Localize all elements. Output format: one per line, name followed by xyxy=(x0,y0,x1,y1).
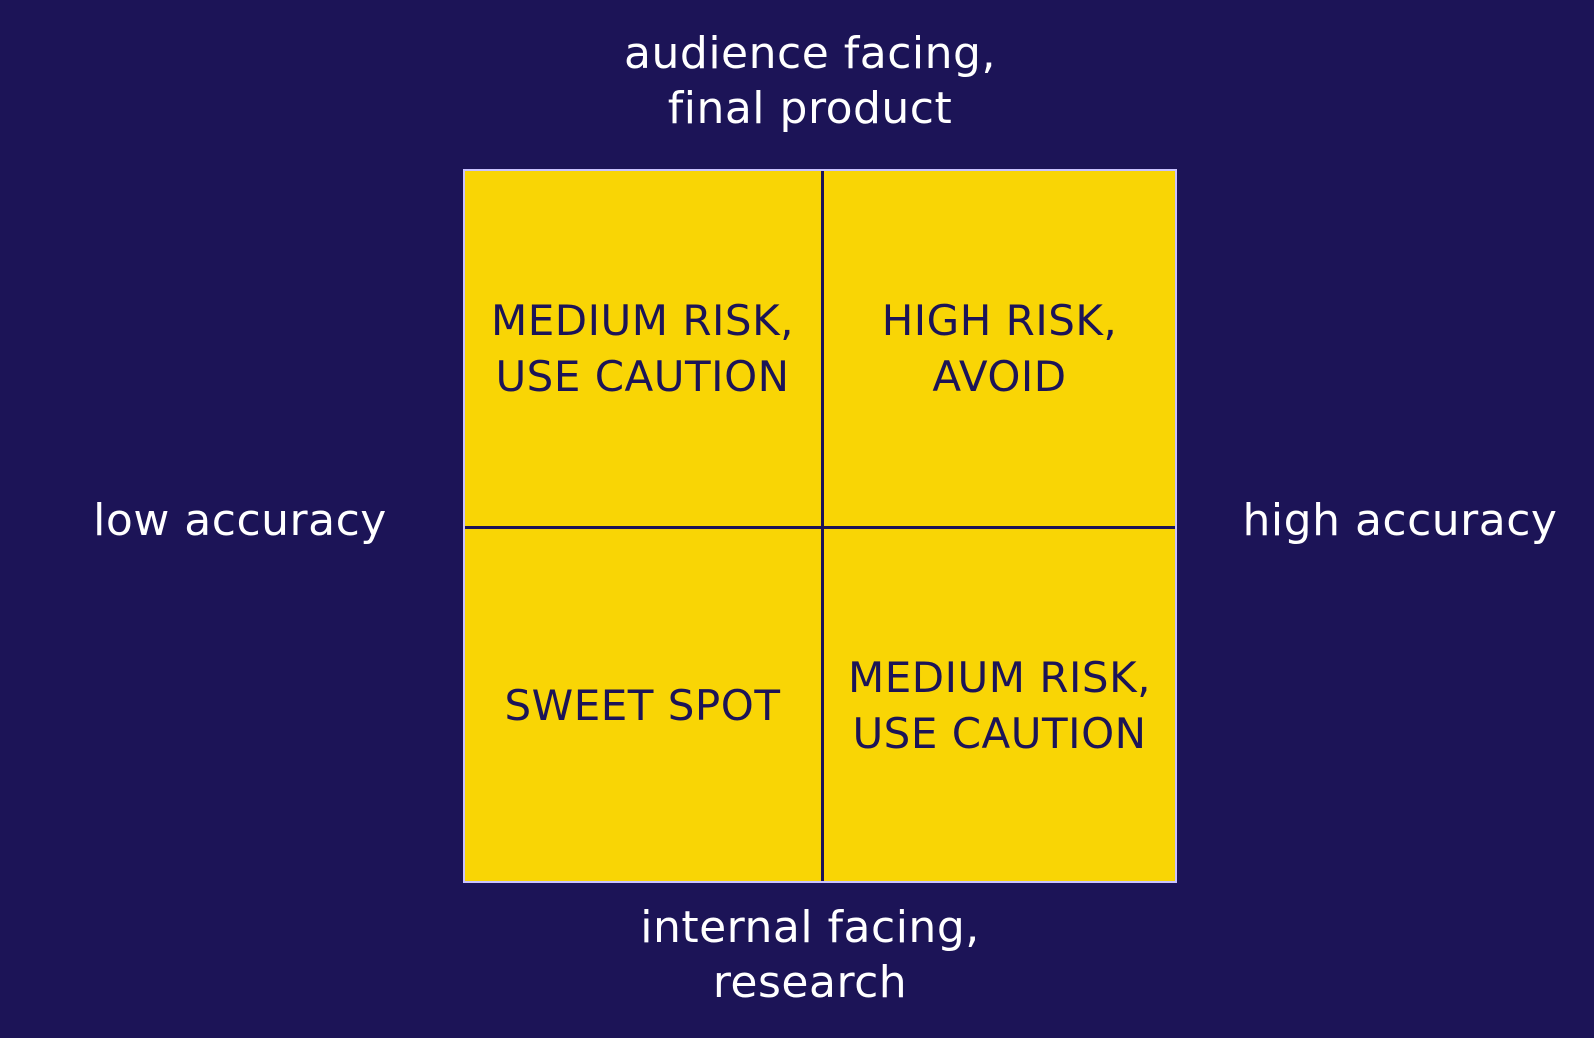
right-axis-label: high accuracy xyxy=(1200,493,1594,548)
left-axis-label: low accuracy xyxy=(40,493,440,548)
risk-matrix: MEDIUM RISK, USE CAUTION HIGH RISK, AVOI… xyxy=(463,169,1177,883)
top-axis-label-line-1: audience facing, xyxy=(624,28,996,79)
quadrant-top-right: HIGH RISK, AVOID xyxy=(822,171,1177,526)
quadrant-bottom-left-label: SWEET SPOT xyxy=(505,678,781,734)
bottom-axis-label: internal facing, research xyxy=(560,900,1060,1010)
horizontal-divider xyxy=(465,526,1175,529)
quadrant-top-right-line-2: AVOID xyxy=(932,351,1067,401)
bottom-axis-label-line-2: research xyxy=(712,957,908,1008)
left-axis-label-text: low accuracy xyxy=(93,495,387,546)
quadrant-bottom-right-line-2: USE CAUTION xyxy=(852,708,1147,758)
quadrant-bottom-right: MEDIUM RISK, USE CAUTION xyxy=(822,528,1177,883)
quadrant-top-right-label: HIGH RISK, AVOID xyxy=(882,293,1118,405)
quadrant-top-left-line-2: USE CAUTION xyxy=(495,351,790,401)
quadrant-top-left-label: MEDIUM RISK, USE CAUTION xyxy=(491,293,794,405)
bottom-axis-label-line-1: internal facing, xyxy=(640,902,980,953)
quadrant-top-left: MEDIUM RISK, USE CAUTION xyxy=(465,171,820,526)
quadrant-bottom-right-line-1: MEDIUM RISK, xyxy=(848,652,1151,702)
quadrant-bottom-left-line-1: SWEET SPOT xyxy=(504,680,781,730)
top-axis-label: audience facing, final product xyxy=(560,26,1060,136)
quadrant-top-right-line-1: HIGH RISK, xyxy=(881,295,1118,345)
quadrant-bottom-right-label: MEDIUM RISK, USE CAUTION xyxy=(848,650,1151,762)
quadrant-top-left-line-1: MEDIUM RISK, xyxy=(491,295,794,345)
top-axis-label-line-2: final product xyxy=(667,83,953,134)
right-axis-label-text: high accuracy xyxy=(1242,495,1558,546)
quadrant-bottom-left: SWEET SPOT xyxy=(465,528,820,883)
